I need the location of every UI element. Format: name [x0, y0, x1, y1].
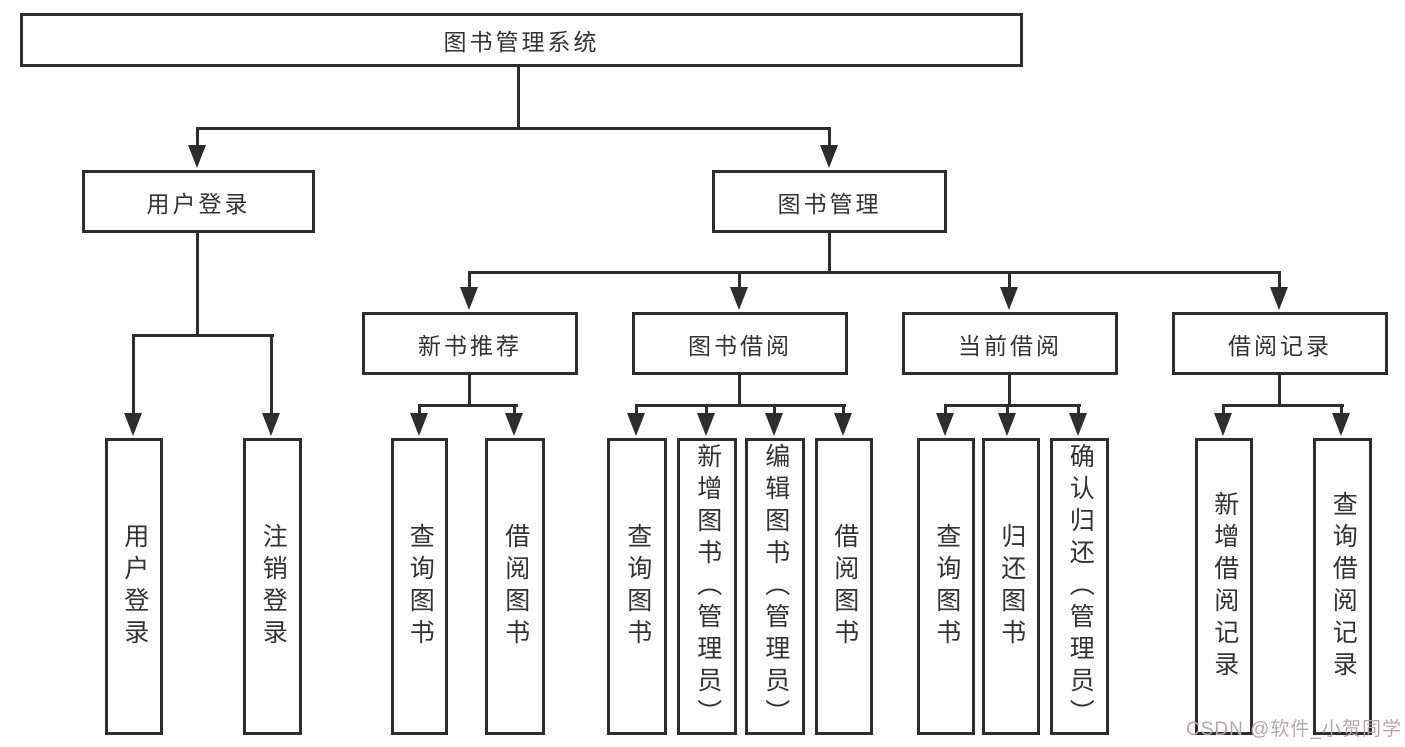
- leaf-borrow-books-recommend: 借阅图书: [485, 438, 545, 735]
- connector-line: [828, 231, 831, 274]
- arrow-down-icon: [410, 413, 428, 436]
- arrow-down-icon: [730, 287, 748, 310]
- leaf-return-book: 归还图书: [982, 438, 1040, 735]
- connector-line: [635, 404, 846, 407]
- connector-arrow-shaft: [842, 404, 845, 417]
- connector-line: [738, 373, 741, 407]
- connector-arrow-shaft: [635, 404, 638, 417]
- connector-arrow-shaft: [270, 334, 273, 417]
- connector-arrow-shaft: [513, 404, 516, 417]
- arrow-down-icon: [188, 145, 206, 168]
- arrow-down-icon: [1270, 287, 1288, 310]
- arrow-down-icon: [1069, 413, 1087, 436]
- leaf-edit-book-admin: 编辑图书（管理员）: [745, 438, 805, 735]
- connector-arrow-shaft: [418, 404, 421, 417]
- connector-arrow-shaft: [1278, 271, 1281, 291]
- connector-line: [196, 127, 831, 130]
- connector-arrow-shaft: [738, 271, 741, 291]
- node-book-borrowing: 图书借阅: [632, 312, 848, 375]
- leaf-logout: 注销登录: [243, 438, 302, 735]
- arrow-down-icon: [1214, 413, 1232, 436]
- arrow-down-icon: [820, 145, 838, 168]
- arrow-down-icon: [1332, 413, 1350, 436]
- arrow-down-icon: [124, 413, 142, 436]
- connector-line: [196, 231, 199, 337]
- node-user-login: 用户登录: [82, 170, 315, 233]
- connector-arrow-shaft: [1222, 404, 1225, 417]
- leaf-add-borrow-record: 新增借阅记录: [1195, 438, 1253, 735]
- connector-line: [418, 404, 518, 407]
- connector-arrow-shaft: [132, 334, 135, 417]
- arrow-down-icon: [460, 287, 478, 310]
- arrow-down-icon: [998, 413, 1016, 436]
- connector-arrow-shaft: [1008, 271, 1011, 291]
- node-borrowing-records: 借阅记录: [1172, 312, 1388, 375]
- arrow-down-icon: [1000, 287, 1018, 310]
- node-library-management-system: 图书管理系统: [20, 13, 1023, 67]
- connector-line: [468, 271, 1281, 274]
- arrow-down-icon: [697, 413, 715, 436]
- connector-arrow-shaft: [944, 404, 947, 417]
- arrow-down-icon: [936, 413, 954, 436]
- connector-arrow-shaft: [828, 127, 831, 149]
- node-current-borrowing: 当前借阅: [902, 312, 1118, 375]
- arrow-down-icon: [505, 413, 523, 436]
- arrow-down-icon: [765, 413, 783, 436]
- leaf-add-book-admin: 新增图书（管理员）: [677, 438, 737, 735]
- connector-arrow-shaft: [468, 271, 471, 291]
- node-book-management: 图书管理: [712, 170, 947, 233]
- node-new-book-recommendation: 新书推荐: [362, 312, 578, 375]
- watermark: CSDN @软件_小贺同学: [1186, 719, 1402, 740]
- arrow-down-icon: [834, 413, 852, 436]
- connector-line: [1278, 373, 1281, 407]
- connector-line: [517, 67, 520, 130]
- connector-arrow-shaft: [1006, 404, 1009, 417]
- connector-arrow-shaft: [1340, 404, 1343, 417]
- connector-arrow-shaft: [1077, 404, 1080, 417]
- connector-line: [468, 373, 471, 407]
- connector-line: [1222, 404, 1344, 407]
- connector-line: [1008, 373, 1011, 407]
- leaf-query-borrow-record: 查询借阅记录: [1313, 438, 1372, 735]
- arrow-down-icon: [627, 413, 645, 436]
- leaf-user-login: 用户登录: [105, 438, 163, 735]
- leaf-query-books-recommend: 查询图书: [391, 438, 448, 735]
- leaf-borrow-books-borrowing: 借阅图书: [815, 438, 873, 735]
- connector-arrow-shaft: [773, 404, 776, 417]
- leaf-confirm-return-admin: 确认归还（管理员）: [1050, 438, 1109, 735]
- connector-line: [132, 334, 274, 337]
- leaf-query-books-current: 查询图书: [917, 438, 975, 735]
- connector-arrow-shaft: [705, 404, 708, 417]
- leaf-query-books-borrowing: 查询图书: [607, 438, 667, 735]
- arrow-down-icon: [262, 413, 280, 436]
- connector-arrow-shaft: [196, 127, 199, 149]
- connector-line: [944, 404, 1081, 407]
